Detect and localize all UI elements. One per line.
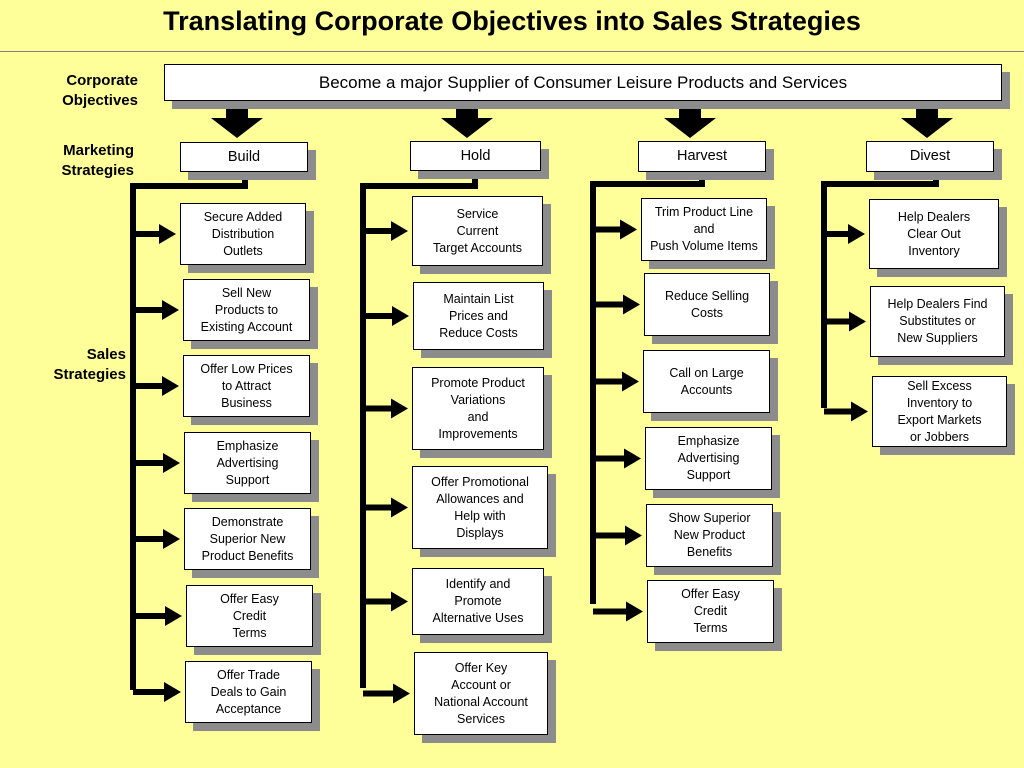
branch-arrowhead-build-4 bbox=[163, 453, 180, 473]
branch-arrowhead-hold-2 bbox=[392, 306, 409, 326]
branch-arrowhead-build-1 bbox=[159, 224, 176, 244]
sales-strategy-hold-2: Maintain List Prices and Reduce Costs bbox=[413, 282, 544, 350]
branch-arrowhead-hold-1 bbox=[391, 221, 408, 241]
sales-strategy-harvest-2: Reduce Selling Costs bbox=[644, 273, 770, 336]
trunk-line-build bbox=[130, 172, 248, 690]
branch-arrowhead-build-3 bbox=[162, 376, 179, 396]
sales-strategy-harvest-4: Emphasize Advertising Support bbox=[645, 427, 772, 490]
sales-strategy-divest-2: Help Dealers Find Substitutes or New Sup… bbox=[870, 286, 1005, 357]
sales-strategy-build-2: Sell New Products to Existing Account bbox=[183, 279, 310, 341]
sales-strategy-hold-3: Promote Product Variations and Improveme… bbox=[412, 367, 544, 450]
corporate-objectives-label: Corporate Objectives bbox=[62, 72, 138, 109]
branch-arrowhead-divest-3 bbox=[851, 401, 868, 422]
page-title: Translating Corporate Objectives into Sa… bbox=[163, 6, 861, 36]
marketing-strategy-harvest: Harvest bbox=[638, 141, 766, 172]
sales-strategy-harvest-1: Trim Product Line and Push Volume Items bbox=[641, 198, 767, 261]
branch-arrowhead-hold-5 bbox=[391, 591, 408, 612]
trunk-line-divest bbox=[821, 172, 939, 408]
sales-strategies-label: Sales Strategies bbox=[53, 346, 126, 383]
sales-strategy-build-4: Emphasize Advertising Support bbox=[184, 432, 311, 494]
sales-strategy-build-5: Demonstrate Superior New Product Benefit… bbox=[184, 508, 311, 570]
sales-strategy-build-7: Offer Trade Deals to Gain Acceptance bbox=[185, 661, 312, 723]
marketing-strategy-build: Build bbox=[180, 142, 308, 172]
sales-strategy-build-1: Secure Added Distribution Outlets bbox=[180, 203, 306, 265]
branch-arrowhead-harvest-2 bbox=[623, 294, 640, 315]
sales-strategy-divest-3: Sell Excess Inventory to Export Markets … bbox=[872, 376, 1007, 447]
branch-arrowhead-hold-3 bbox=[391, 398, 408, 419]
branch-arrowhead-hold-4 bbox=[391, 497, 408, 518]
branch-arrowhead-harvest-4 bbox=[624, 448, 641, 469]
down-arrow-divest bbox=[901, 101, 953, 138]
branch-arrowhead-build-5 bbox=[163, 529, 180, 549]
branch-arrowhead-build-7 bbox=[164, 682, 181, 702]
sales-strategy-harvest-5: Show Superior New Product Benefits bbox=[646, 504, 773, 567]
branch-arrowhead-harvest-3 bbox=[622, 371, 639, 392]
down-arrow-hold bbox=[441, 101, 493, 138]
branch-arrowhead-build-6 bbox=[165, 606, 182, 626]
sales-strategy-harvest-3: Call on Large Accounts bbox=[643, 350, 770, 413]
branch-arrowhead-harvest-1 bbox=[620, 219, 637, 240]
sales-strategy-build-6: Offer Easy Credit Terms bbox=[186, 585, 313, 647]
marketing-strategies-label: Marketing Strategies bbox=[61, 142, 134, 179]
sales-strategy-hold-1: Service Current Target Accounts bbox=[412, 196, 543, 266]
branch-arrowhead-build-2 bbox=[162, 300, 179, 320]
corporate-objective-box: Become a major Supplier of Consumer Leis… bbox=[164, 64, 1002, 101]
sales-strategy-divest-1: Help Dealers Clear Out Inventory bbox=[869, 199, 999, 269]
trunk-line-harvest bbox=[590, 172, 705, 604]
branch-arrowhead-divest-2 bbox=[849, 311, 866, 332]
down-arrow-build bbox=[211, 101, 263, 138]
marketing-strategy-divest: Divest bbox=[866, 141, 994, 172]
branch-arrowhead-harvest-6 bbox=[626, 601, 643, 622]
sales-strategy-hold-6: Offer Key Account or National Account Se… bbox=[414, 652, 548, 735]
sales-strategy-build-3: Offer Low Prices to Attract Business bbox=[183, 355, 310, 417]
sales-strategy-harvest-6: Offer Easy Credit Terms bbox=[647, 580, 774, 643]
sales-strategy-hold-5: Identify and Promote Alternative Uses bbox=[412, 568, 544, 635]
branch-arrowhead-divest-1 bbox=[848, 224, 865, 244]
down-arrow-harvest bbox=[664, 101, 716, 138]
marketing-strategy-hold: Hold bbox=[410, 141, 541, 171]
sales-strategy-hold-4: Offer Promotional Allowances and Help wi… bbox=[412, 466, 548, 549]
branch-arrowhead-hold-6 bbox=[393, 683, 410, 704]
branch-arrowhead-harvest-5 bbox=[625, 525, 642, 546]
title-divider bbox=[0, 51, 1024, 52]
trunk-line-hold bbox=[360, 171, 478, 688]
